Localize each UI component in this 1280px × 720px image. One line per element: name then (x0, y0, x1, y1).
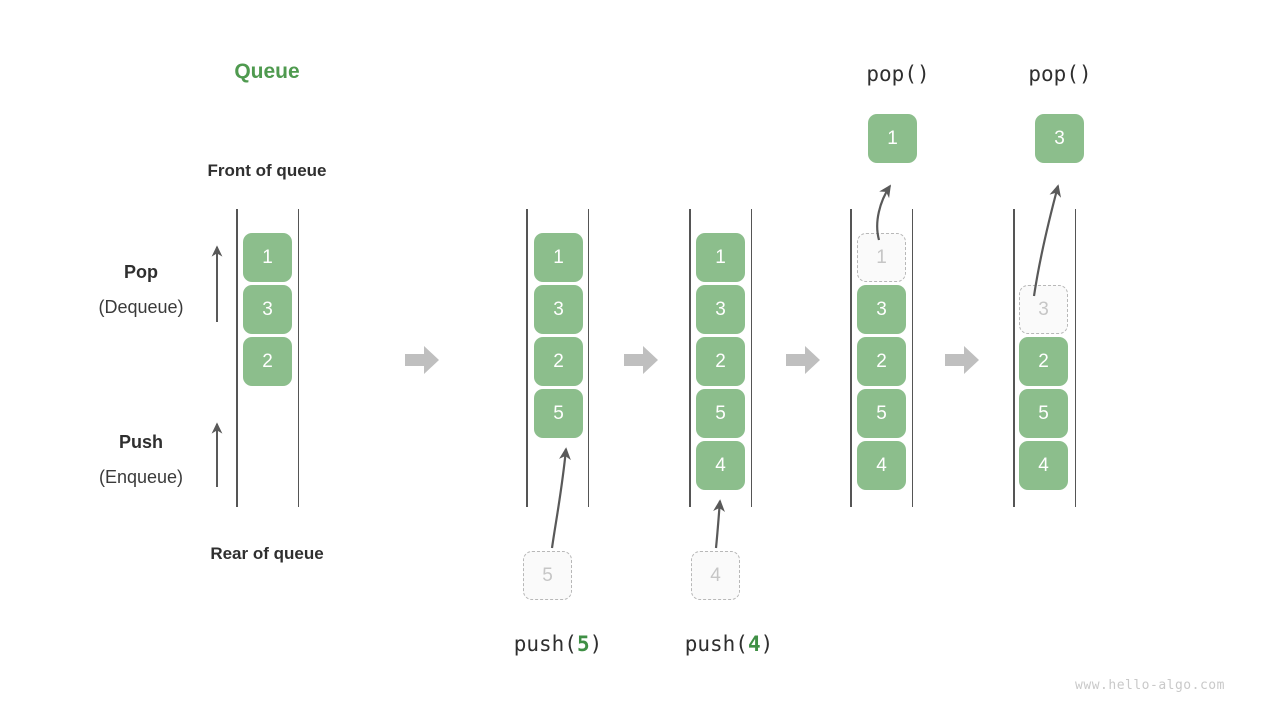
queue-node: 2 (696, 337, 745, 386)
queue-node: 2 (243, 337, 292, 386)
pop-caption-2: pop() (1028, 62, 1092, 86)
push-4-motion-arrow (713, 499, 725, 549)
incoming-node-ghost: 5 (523, 551, 572, 600)
popped-node: 3 (1035, 114, 1084, 163)
queue-node: 4 (1019, 441, 1068, 490)
queue-rail-left-col3 (689, 209, 691, 507)
queue-node-ghost: 1 (857, 233, 906, 282)
queue-node: 5 (696, 389, 745, 438)
push-4-caption: push(4) (685, 632, 774, 656)
page-title: Queue (234, 60, 300, 83)
queue-rail-left-col4 (850, 209, 852, 507)
push-5-caption: push(5) (514, 632, 603, 656)
pop-label: Pop (124, 262, 158, 282)
push-4-caption-tail: ) (760, 632, 774, 656)
queue-rail-left-col2 (526, 209, 528, 507)
push-4-caption-arg: 4 (747, 632, 761, 656)
queue-node: 3 (243, 285, 292, 334)
push-4-caption-head: push( (684, 632, 748, 656)
queue-node: 5 (1019, 389, 1068, 438)
queue-rail-right-col2 (587, 209, 590, 507)
queue-rail-right-col5 (1074, 209, 1077, 507)
push-sublabel: (Enqueue) (98, 467, 184, 487)
queue-node: 1 (534, 233, 583, 282)
queue-rail-right-col4 (911, 209, 914, 507)
step-arrow-icon (404, 342, 440, 378)
pop-1-motion-arrow (876, 184, 891, 241)
step-arrow-icon (785, 342, 821, 378)
queue-node: 3 (857, 285, 906, 334)
queue-rail-right-col1 (297, 209, 300, 507)
step-arrow-icon (623, 342, 659, 378)
queue-node: 4 (696, 441, 745, 490)
pop-caption-1: pop() (866, 62, 930, 86)
queue-node: 3 (696, 285, 745, 334)
watermark: www.hello-algo.com (1075, 678, 1225, 693)
queue-node: 2 (857, 337, 906, 386)
queue-rail-right-col3 (750, 209, 753, 507)
queue-node: 3 (534, 285, 583, 334)
incoming-node-ghost: 4 (691, 551, 740, 600)
pop-sublabel: (Dequeue) (98, 297, 184, 317)
push-5-motion-arrow (550, 447, 571, 549)
queue-node: 1 (696, 233, 745, 282)
popped-node: 1 (868, 114, 917, 163)
queue-node-ghost: 3 (1019, 285, 1068, 334)
push-5-caption-head: push( (513, 632, 577, 656)
queue-node: 1 (243, 233, 292, 282)
queue-node: 4 (857, 441, 906, 490)
pop-3-motion-arrow (1032, 184, 1062, 297)
queue-rail-left-col1 (236, 209, 238, 507)
push-5-caption-arg: 5 (576, 632, 590, 656)
push-label: Push (118, 432, 164, 452)
rear-of-queue-label: Rear of queue (210, 544, 324, 563)
queue-rail-left-col5 (1013, 209, 1015, 507)
front-of-queue-label: Front of queue (207, 161, 327, 180)
queue-node: 2 (1019, 337, 1068, 386)
step-arrow-icon (944, 342, 980, 378)
queue-node: 5 (857, 389, 906, 438)
queue-node: 5 (534, 389, 583, 438)
queue-node: 2 (534, 337, 583, 386)
push-5-caption-tail: ) (589, 632, 603, 656)
